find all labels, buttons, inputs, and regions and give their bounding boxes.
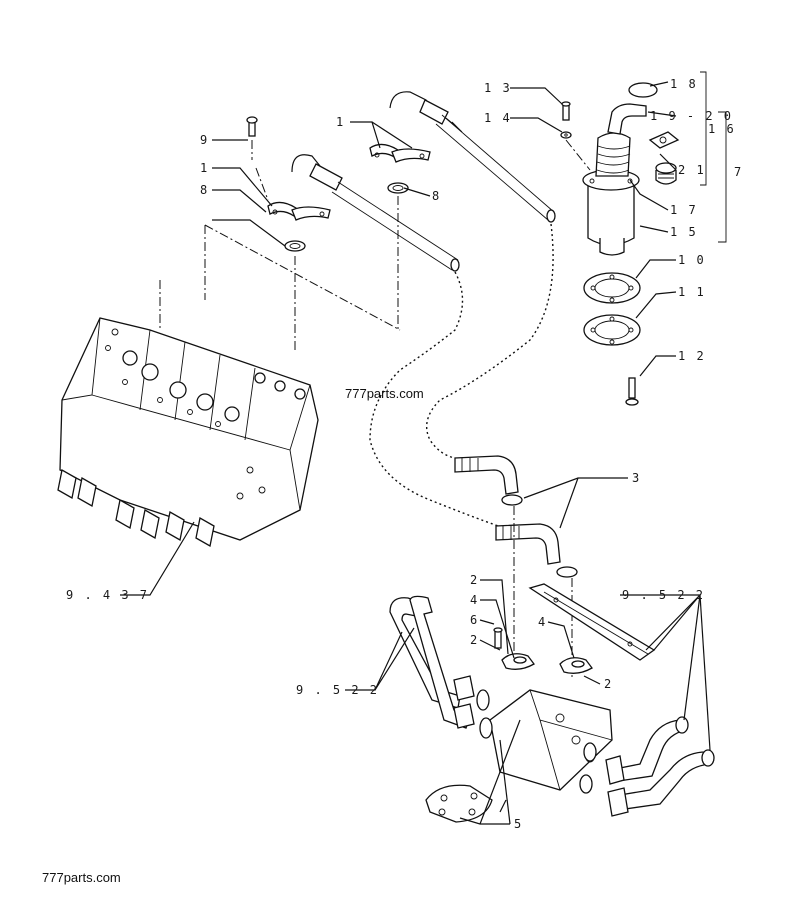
callout-1-left: 1 bbox=[200, 161, 209, 175]
callout-6: 6 bbox=[470, 613, 479, 627]
callout-11: 1 1 bbox=[678, 285, 706, 299]
callout-19-20: 1 9 - 2 0 bbox=[650, 109, 733, 123]
callout-16: 1 6 bbox=[708, 122, 736, 136]
hose-lines bbox=[159, 91, 556, 531]
callout-18: 1 8 bbox=[670, 77, 698, 91]
watermark-center: 777parts.com bbox=[345, 386, 424, 401]
control-valve-block bbox=[57, 317, 319, 548]
callout-8-left: 8 bbox=[200, 183, 209, 197]
callout-17: 1 7 bbox=[670, 203, 698, 217]
callout-8-right: 8 bbox=[432, 189, 441, 203]
pilot-valve-assembly bbox=[560, 71, 727, 406]
lower-manifold-assembly bbox=[389, 583, 715, 823]
callout-21: 2 1 bbox=[678, 163, 706, 177]
callout-9-522-right: 9 . 5 2 2 bbox=[622, 588, 705, 602]
callout-9-522-left: 9 . 5 2 2 bbox=[296, 683, 379, 697]
callout-9-437: 9 . 4 3 7 bbox=[66, 588, 149, 602]
callout-2-top: 2 bbox=[470, 573, 479, 587]
callout-12: 1 2 bbox=[678, 349, 706, 363]
elbow-fittings bbox=[454, 455, 578, 680]
callout-labels: 1 3 1 4 1 8 1 9 - 2 0 1 6 2 1 7 1 7 1 5 … bbox=[66, 77, 743, 831]
callout-13: 1 3 bbox=[484, 81, 512, 95]
callout-1-top: 1 bbox=[336, 115, 345, 129]
callout-9: 9 bbox=[200, 133, 209, 147]
watermark-bottom-left: 777parts.com bbox=[42, 870, 121, 885]
leader-lines bbox=[120, 81, 711, 825]
callout-14: 1 4 bbox=[484, 111, 512, 125]
callout-2-mid: 2 bbox=[470, 633, 479, 647]
callout-3: 3 bbox=[632, 471, 641, 485]
callout-10: 1 0 bbox=[678, 253, 706, 267]
callout-5: 5 bbox=[514, 817, 523, 831]
callout-2-right: 2 bbox=[604, 677, 613, 691]
callout-7: 7 bbox=[734, 165, 743, 179]
callout-4-right: 4 bbox=[538, 615, 547, 629]
callout-15: 1 5 bbox=[670, 225, 698, 239]
callout-4-left: 4 bbox=[470, 593, 479, 607]
